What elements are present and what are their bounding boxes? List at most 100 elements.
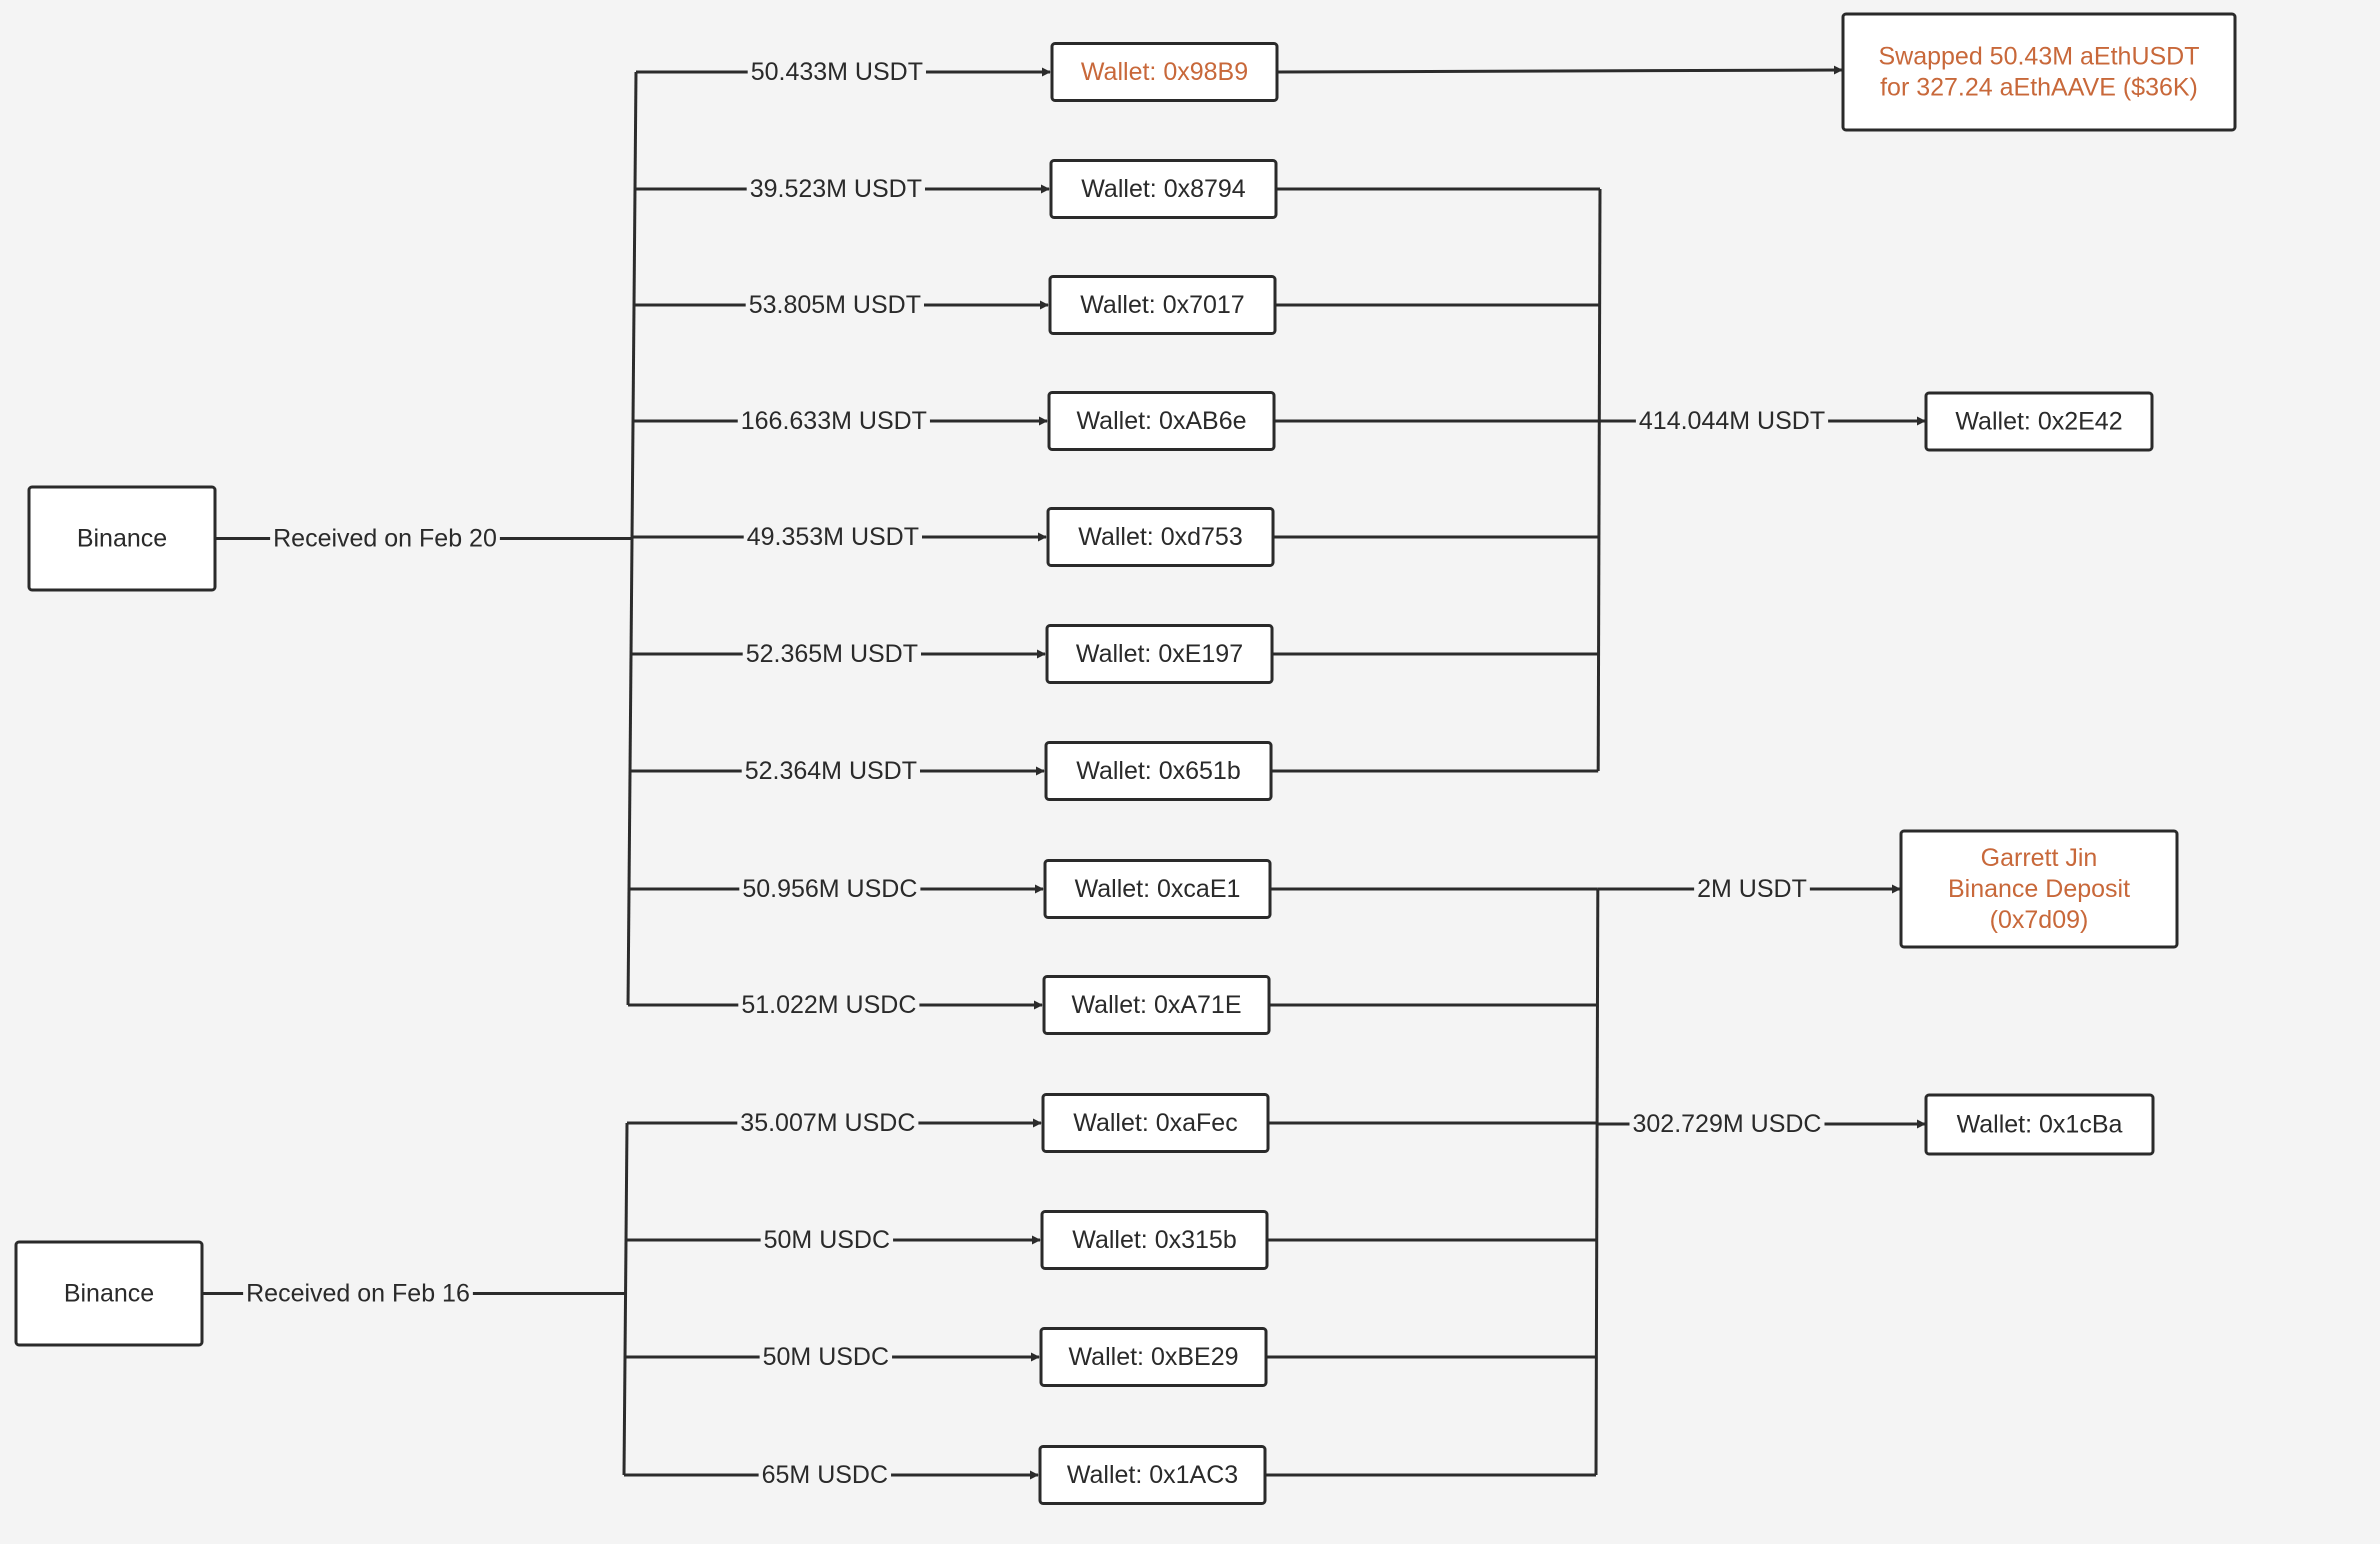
wallet-wd753-box	[1046, 507, 1275, 567]
wallet-w98B9[interactable]: Wallet: 0x98B9	[1050, 42, 1279, 102]
wallet-w315b-label: Wallet: 0x315b	[1072, 1226, 1236, 1254]
amount-label-wA71E-text: 51.022M USDC	[741, 991, 916, 1019]
wallet-wE197-box	[1045, 624, 1274, 684]
wallet-wcaE1-label: Wallet: 0xcaE1	[1075, 875, 1241, 903]
wallet-wBE29-box	[1039, 1327, 1268, 1387]
wallet-w8794[interactable]: Wallet: 0x8794	[1049, 159, 1278, 219]
amount-label-w98B9-bg	[747, 57, 926, 87]
wallet-w8794-box	[1049, 159, 1278, 219]
dest-garrett-label-3: (0x7d09)	[1990, 906, 2089, 934]
amount-label-waFec: 35.007M USDC	[737, 1108, 919, 1138]
amount-label-wAB6e-bg	[737, 406, 930, 436]
edge-label-garrett-bg	[1694, 874, 1810, 904]
source-binance_feb16[interactable]: Binance	[14, 1240, 204, 1347]
amount-label-w315b-text: 50M USDC	[764, 1226, 890, 1254]
amount-label-wBE29-text: 50M USDC	[763, 1343, 889, 1371]
edge-label-merge-b: 302.729M USDC	[1629, 1109, 1825, 1139]
amount-label-w8794-text: 39.523M USDT	[750, 175, 922, 203]
amount-label-w315b: 50M USDC	[760, 1225, 894, 1255]
dest-swap-label-2: for 327.24 aEthAAVE ($36K)	[1880, 74, 2198, 102]
bus-binance_feb20	[626, 71, 638, 1006]
wallet-waFec-label: Wallet: 0xaFec	[1073, 1109, 1237, 1137]
wallet-w7017[interactable]: Wallet: 0x7017	[1048, 275, 1277, 335]
source-binance_feb20[interactable]: Binance	[27, 485, 217, 592]
wallet-w8794-label: Wallet: 0x8794	[1081, 175, 1246, 203]
source-binance_feb16-box	[14, 1240, 204, 1347]
dest-w1cBa-label: Wallet: 0x1cBa	[1957, 1111, 2123, 1139]
amount-label-wd753: 49.353M USDT	[743, 522, 923, 552]
amount-label-w651b-bg	[741, 756, 921, 786]
wallet-w651b-label: Wallet: 0x651b	[1076, 757, 1240, 785]
wallet-w651b-box	[1044, 741, 1273, 801]
wallet-w315b[interactable]: Wallet: 0x315b	[1040, 1210, 1269, 1270]
dest-w1cBa-box	[1924, 1093, 2155, 1156]
edge-label-binance_feb16-text: Received on Feb 16	[246, 1280, 470, 1308]
amount-label-w1AC3: 65M USDC	[758, 1460, 892, 1490]
edge-label-binance_feb20: Received on Feb 20	[270, 523, 500, 554]
amount-label-wAB6e-text: 166.633M USDT	[741, 407, 927, 435]
amount-label-wAB6e: 166.633M USDT	[737, 406, 930, 436]
dest-garrett-label-2: Binance Deposit	[1948, 875, 2130, 903]
source-binance_feb20-label: Binance	[77, 525, 167, 553]
amount-label-w651b-text: 52.364M USDT	[745, 757, 917, 785]
edge-label-merge-a-bg	[1635, 406, 1829, 436]
dest-w1cBa[interactable]: Wallet: 0x1cBa	[1924, 1093, 2155, 1156]
wallet-wE197[interactable]: Wallet: 0xE197	[1045, 624, 1274, 684]
dest-w2E42[interactable]: Wallet: 0x2E42	[1924, 391, 2154, 452]
bus-binance_feb16	[622, 1122, 629, 1476]
wallet-wA71E-box	[1042, 975, 1271, 1035]
edge-w98B9-to-swap	[1276, 65, 1843, 75]
edge-label-garrett-text: 2M USDT	[1697, 875, 1807, 903]
amount-label-wE197-bg	[742, 639, 922, 669]
wallet-w1AC3-label: Wallet: 0x1AC3	[1067, 1461, 1238, 1489]
edge-label-merge-a: 414.044M USDT	[1635, 406, 1829, 436]
amount-label-w651b: 52.364M USDT	[741, 756, 921, 786]
wallet-wAB6e[interactable]: Wallet: 0xAB6e	[1047, 391, 1276, 451]
wallet-wA71E[interactable]: Wallet: 0xA71E	[1042, 975, 1271, 1035]
amount-label-w8794: 39.523M USDT	[746, 174, 925, 204]
amount-label-w8794-bg	[746, 174, 925, 204]
edge-label-binance_feb16-bg	[243, 1278, 473, 1309]
wallet-wcaE1[interactable]: Wallet: 0xcaE1	[1043, 859, 1272, 919]
amount-label-wcaE1-text: 50.956M USDC	[742, 875, 917, 903]
merge-bus-a	[1596, 188, 1602, 772]
edge-label-binance_feb20-text: Received on Feb 20	[273, 525, 497, 553]
amount-label-wE197: 52.365M USDT	[742, 639, 922, 669]
amount-label-w98B9-text: 50.433M USDT	[751, 58, 923, 86]
amount-label-wA71E: 51.022M USDC	[738, 990, 920, 1020]
dest-w2E42-box	[1924, 391, 2154, 452]
wallet-w7017-label: Wallet: 0x7017	[1080, 291, 1244, 319]
amount-label-waFec-text: 35.007M USDC	[740, 1109, 915, 1137]
amount-label-waFec-bg	[737, 1108, 919, 1138]
wallet-waFec[interactable]: Wallet: 0xaFec	[1041, 1093, 1270, 1153]
amount-label-wcaE1: 50.956M USDC	[739, 874, 921, 904]
wallet-wAB6e-box	[1047, 391, 1276, 451]
wallet-wd753[interactable]: Wallet: 0xd753	[1046, 507, 1275, 567]
wallet-wAB6e-label: Wallet: 0xAB6e	[1077, 407, 1247, 435]
wallet-w7017-box	[1048, 275, 1277, 335]
wallet-w1AC3-box	[1038, 1445, 1267, 1505]
source-binance_feb20-box	[27, 485, 217, 592]
wallet-waFec-box	[1041, 1093, 1270, 1153]
edge-label-merge-b-text: 302.729M USDC	[1633, 1110, 1822, 1138]
wallet-w651b[interactable]: Wallet: 0x651b	[1044, 741, 1273, 801]
wallet-wA71E-label: Wallet: 0xA71E	[1072, 991, 1242, 1019]
edge-label-merge-b-bg	[1629, 1109, 1825, 1139]
amount-label-wd753-text: 49.353M USDT	[747, 523, 919, 551]
amount-label-w98B9: 50.433M USDT	[747, 57, 926, 87]
amount-label-w1AC3-text: 65M USDC	[762, 1461, 888, 1489]
dest-w2E42-label: Wallet: 0x2E42	[1955, 408, 2122, 436]
wallet-wBE29[interactable]: Wallet: 0xBE29	[1039, 1327, 1268, 1387]
amount-label-wd753-bg	[743, 522, 923, 552]
amount-label-w7017: 53.805M USDT	[745, 290, 924, 320]
amount-label-wBE29-bg	[759, 1342, 893, 1372]
wallet-wcaE1-box	[1043, 859, 1272, 919]
wallet-w1AC3[interactable]: Wallet: 0x1AC3	[1038, 1445, 1267, 1505]
amount-label-wcaE1-bg	[739, 874, 921, 904]
amount-label-wE197-text: 52.365M USDT	[746, 640, 918, 668]
amount-label-wA71E-bg	[738, 990, 920, 1020]
edge-labels-layer: Received on Feb 20 Received on Feb 16 50.4…	[243, 57, 1829, 1490]
